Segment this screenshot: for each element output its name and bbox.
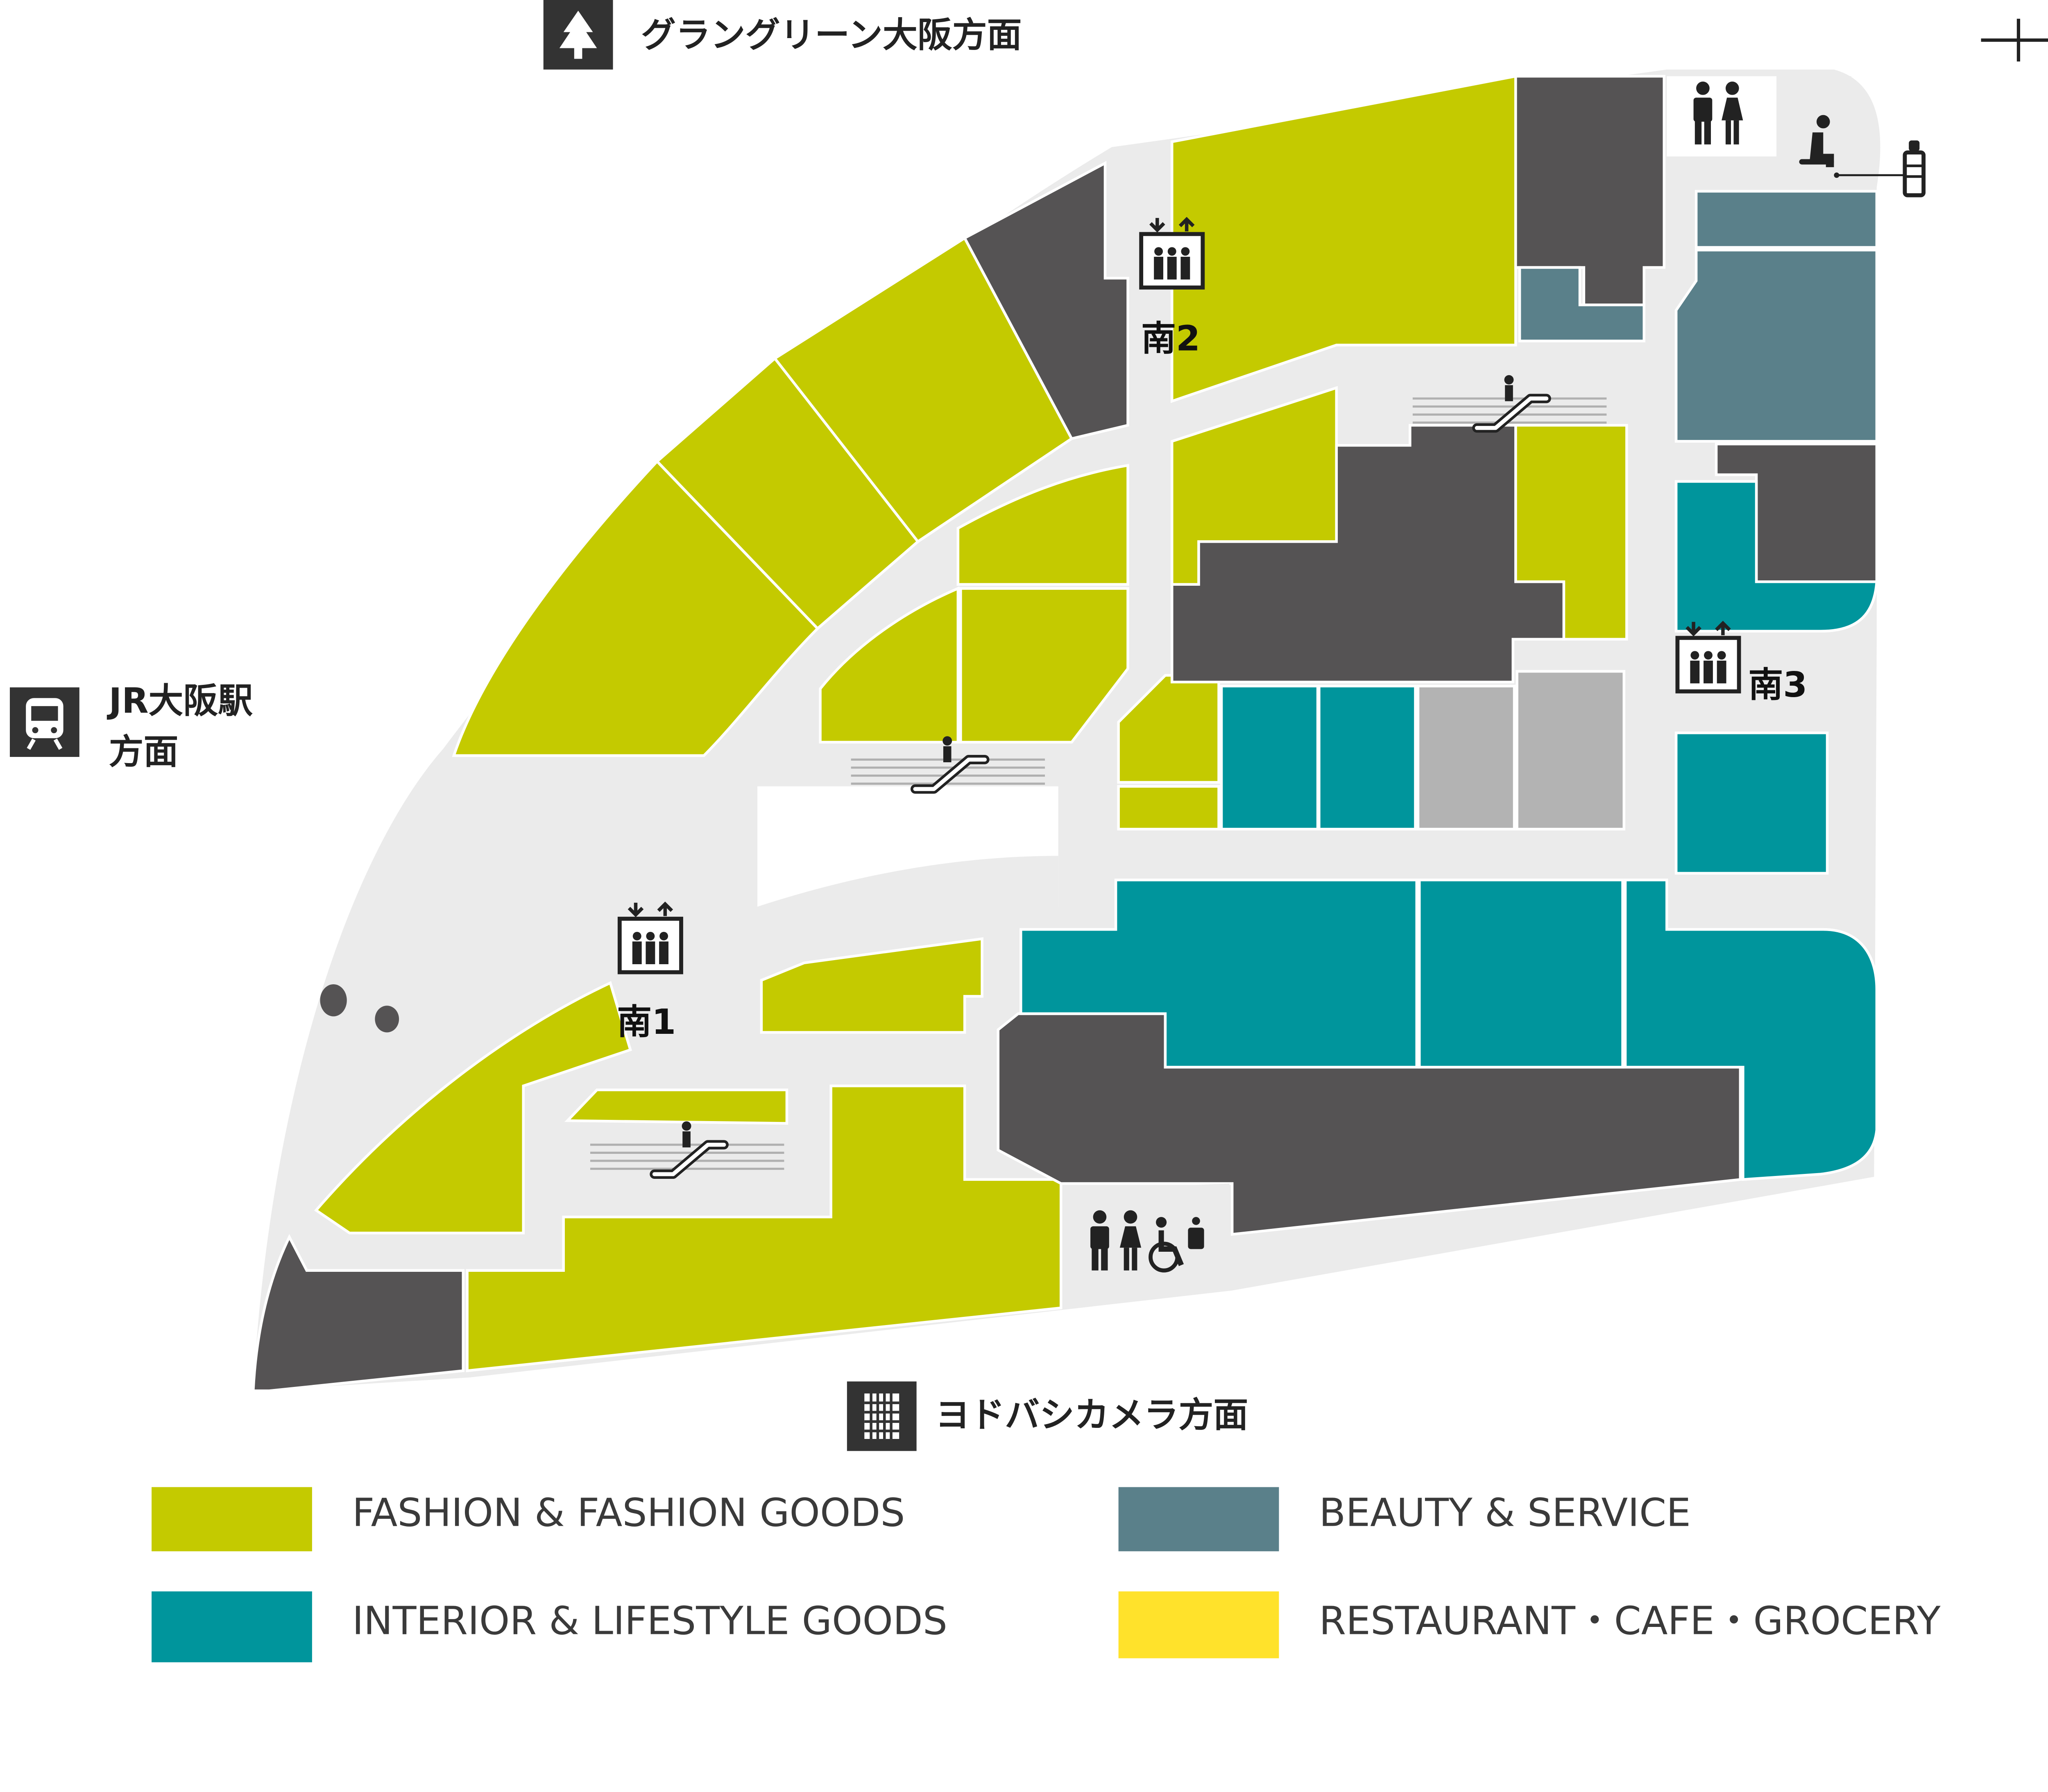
fashion-stores <box>314 75 1628 1373</box>
west-direction-label-1: JR大阪駅 <box>107 681 253 721</box>
west-direction: JR大阪駅 方面 <box>10 681 253 772</box>
legend-swatch-interior <box>152 1591 312 1663</box>
elevator-label-s3: 南3 <box>1748 665 1807 705</box>
elevator-label-s2: 南2 <box>1141 318 1200 359</box>
compass-icon <box>1981 18 2048 62</box>
south-direction-label: ヨドバシカメラ方面 <box>935 1395 1248 1436</box>
nursing-room-icon <box>1799 115 1834 168</box>
building-icon <box>864 1393 899 1439</box>
baby-bottle-icon <box>1834 140 1926 197</box>
south-direction: ヨドバシカメラ方面 <box>847 1381 1248 1451</box>
legend-swatch-beauty <box>1118 1487 1279 1552</box>
service-areas <box>251 75 1878 1392</box>
north-direction-label: グラングリーン大阪方面 <box>641 15 1022 55</box>
north-direction: グラングリーン大阪方面 <box>543 0 1022 70</box>
beauty-stores <box>1518 190 1878 443</box>
restroom-icon <box>1693 82 1743 145</box>
interior-stores <box>1019 480 1878 1181</box>
legend: FASHION & FASHION GOODS BEAUTY & SERVICE… <box>152 1487 1941 1663</box>
tree-icon <box>559 11 597 59</box>
legend-swatch-fashion <box>152 1487 312 1552</box>
elevator-label-s1: 南1 <box>617 1002 676 1042</box>
train-icon <box>26 698 63 750</box>
accessible-restroom-icon <box>1149 1217 1204 1273</box>
legend-label-beauty: BEAUTY & SERVICE <box>1319 1490 1691 1535</box>
legend-swatch-restaurant <box>1118 1591 1279 1658</box>
restroom-icon <box>1090 1210 1142 1271</box>
legend-label-fashion: FASHION & FASHION GOODS <box>352 1490 905 1535</box>
legend-label-interior: INTERIOR & LIFESTYLE GOODS <box>352 1599 947 1644</box>
west-direction-label-2: 方面 <box>109 732 179 772</box>
unassigned-stores <box>1416 670 1626 831</box>
legend-label-restaurant: RESTAURANT・CAFE・GROCERY <box>1319 1599 1941 1644</box>
